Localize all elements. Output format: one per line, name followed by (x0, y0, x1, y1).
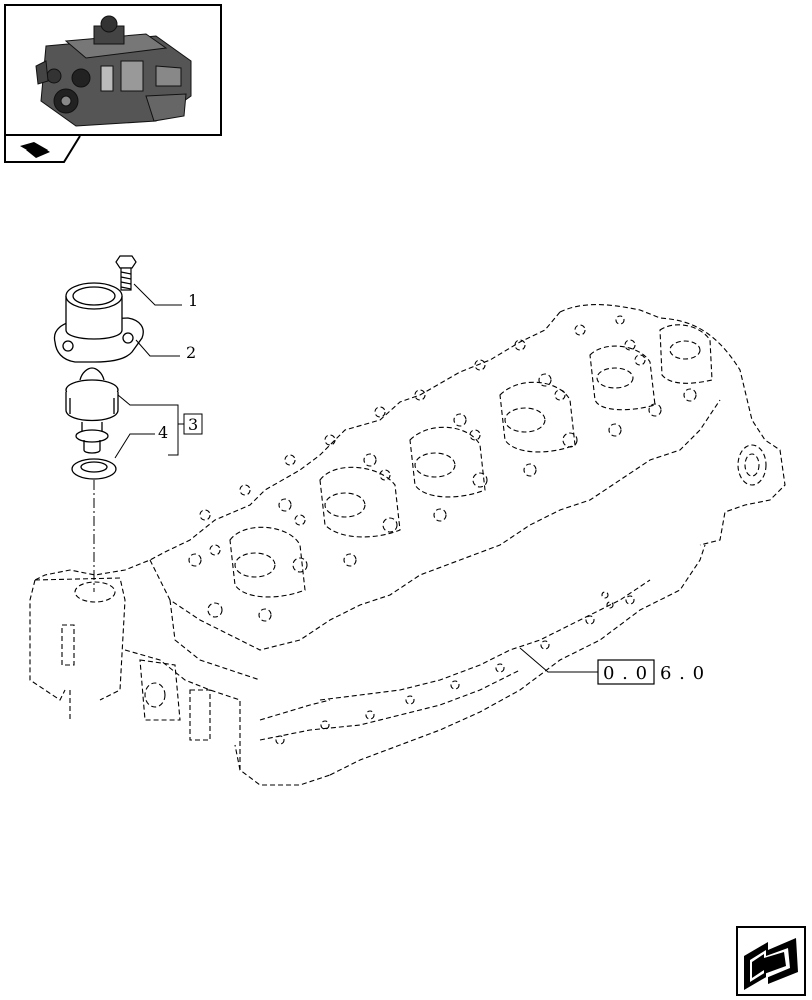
callout-3: 3 (188, 415, 198, 434)
callout-4: 4 (158, 423, 168, 442)
reference-suffix-code: 6 . 0 (660, 663, 705, 684)
callout-2: 2 (186, 343, 196, 362)
thermostat-part (65, 367, 119, 454)
bolt-part (115, 255, 137, 291)
cylinder-head-outline (29, 304, 786, 786)
book-arrow-icon[interactable] (4, 136, 84, 164)
engine-thumbnail[interactable] (4, 4, 222, 136)
next-page-button[interactable] (736, 926, 806, 996)
seal-ring-part (71, 458, 117, 480)
engine-illustration-icon (35, 15, 192, 127)
thermostat-housing-part (53, 282, 144, 363)
reference-boxed-code[interactable]: 0 . 0 (603, 663, 648, 684)
next-page-arrow-icon (744, 938, 798, 990)
callout-1: 1 (188, 291, 198, 310)
